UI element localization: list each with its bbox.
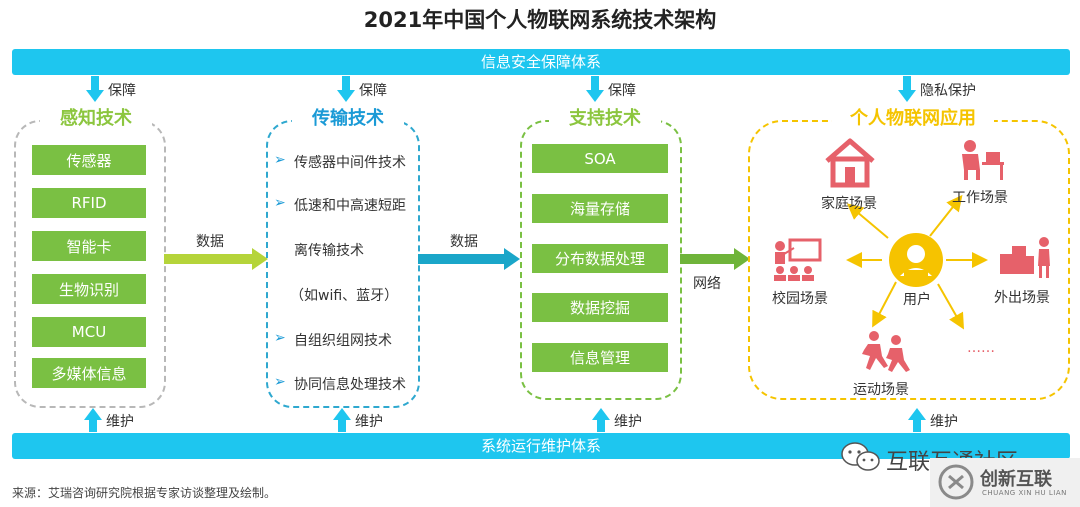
flow-label: 数据 bbox=[196, 234, 224, 250]
right-arrow-icon bbox=[164, 248, 268, 270]
wechat-icon bbox=[841, 442, 880, 471]
right-arrow-icon bbox=[680, 248, 750, 270]
sensing-item: 生物识别 bbox=[32, 274, 146, 304]
down-label: 保障 bbox=[108, 83, 136, 99]
spoke-arrows bbox=[846, 194, 988, 330]
flow-label: 网络 bbox=[693, 276, 721, 292]
chevron-right-icon: ➢ bbox=[274, 330, 286, 346]
support-item: 分布数据处理 bbox=[532, 244, 668, 273]
up-arrow-icon bbox=[333, 408, 351, 432]
up-label: 维护 bbox=[106, 414, 134, 430]
support-item: 数据挖掘 bbox=[532, 293, 668, 322]
transmission-item: 自组织组网技术 bbox=[294, 333, 392, 349]
classroom-icon bbox=[774, 238, 822, 281]
up-label: 维护 bbox=[614, 414, 642, 430]
house-icon bbox=[825, 138, 875, 188]
scene-label: 运动场景 bbox=[853, 382, 909, 398]
support-title: 支持技术 bbox=[549, 108, 661, 130]
page-title: 2021年中国个人物联网系统技术架构 bbox=[363, 8, 717, 32]
up-arrow-icon bbox=[908, 408, 926, 432]
transmission-item: 协同信息处理技术 bbox=[294, 377, 406, 393]
traveler-icon bbox=[1000, 237, 1050, 278]
transmission-item: （如wifi、蓝牙） bbox=[290, 288, 399, 304]
maintenance-band: 系统运行维护体系 bbox=[12, 433, 1070, 459]
up-arrow-icon bbox=[84, 408, 102, 432]
down-arrow-icon bbox=[86, 76, 104, 102]
sensing-title: 感知技术 bbox=[40, 108, 152, 130]
user-label: 用户 bbox=[903, 292, 931, 308]
sensing-item: RFID bbox=[32, 188, 146, 218]
sensing-item: MCU bbox=[32, 317, 146, 347]
up-label: 维护 bbox=[930, 414, 958, 430]
security-band: 信息安全保障体系 bbox=[12, 49, 1070, 75]
down-label: 保障 bbox=[359, 83, 387, 99]
scene-label: 校园场景 bbox=[772, 291, 828, 307]
support-item: SOA bbox=[532, 144, 668, 173]
runners-icon bbox=[862, 331, 910, 372]
support-item: 海量存储 bbox=[532, 194, 668, 223]
chevron-right-icon: ➢ bbox=[274, 195, 286, 211]
chevron-right-icon: ➢ bbox=[274, 152, 286, 168]
logo-subtext: CHUANG XIN HU LIAN bbox=[982, 489, 1067, 497]
up-label: 维护 bbox=[355, 414, 383, 430]
flow-label: 数据 bbox=[450, 234, 478, 250]
sensing-item: 智能卡 bbox=[32, 231, 146, 261]
desk-worker-icon bbox=[962, 140, 1004, 180]
down-arrow-icon bbox=[898, 76, 916, 102]
user-icon bbox=[889, 233, 943, 287]
transmission-item: 传感器中间件技术 bbox=[294, 155, 406, 171]
transmission-item: 低速和中高速短距 bbox=[294, 198, 406, 214]
right-arrow-icon bbox=[418, 248, 520, 270]
sensing-item: 多媒体信息 bbox=[32, 358, 146, 388]
scene-label: 家庭场景 bbox=[821, 196, 877, 212]
chevron-right-icon: ➢ bbox=[274, 374, 286, 390]
down-label: 隐私保护 bbox=[920, 83, 976, 99]
more-scenes: …… bbox=[967, 340, 995, 356]
scene-label: 工作场景 bbox=[952, 190, 1008, 206]
scene-label: 外出场景 bbox=[994, 290, 1050, 306]
transmission-title: 传输技术 bbox=[292, 108, 404, 130]
up-arrow-icon bbox=[592, 408, 610, 432]
transmission-item: 离传输技术 bbox=[294, 243, 364, 259]
down-arrow-icon bbox=[337, 76, 355, 102]
application-title: 个人物联网应用 bbox=[832, 108, 994, 130]
logo-text: 创新互联 bbox=[980, 469, 1052, 490]
down-arrow-icon bbox=[586, 76, 604, 102]
logo-icon bbox=[938, 464, 974, 500]
sensing-item: 传感器 bbox=[32, 145, 146, 175]
support-item: 信息管理 bbox=[532, 343, 668, 372]
source-note: 来源：艾瑞咨询研究院根据专家访谈整理及绘制。 bbox=[12, 486, 277, 500]
down-label: 保障 bbox=[608, 83, 636, 99]
